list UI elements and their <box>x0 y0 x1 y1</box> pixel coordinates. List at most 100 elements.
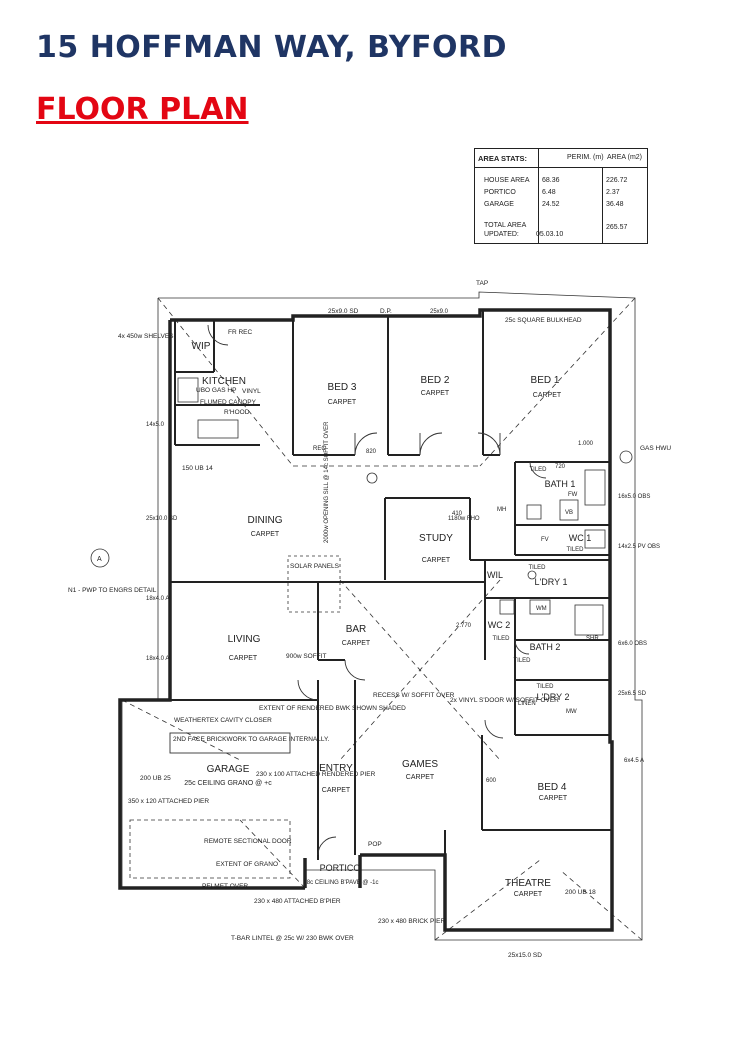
room-floor-ldry1: TILED <box>528 565 546 571</box>
area-stats-row-area: 2.37 <box>606 189 620 196</box>
room-floor-bed4: CARPET <box>539 795 568 802</box>
annotation: R'HOOD <box>224 409 250 416</box>
annotation: 25x9.0 SD <box>328 308 359 315</box>
annotation: 820 <box>366 449 377 455</box>
room-label-bed1: BED 1 <box>531 375 560 386</box>
room-label-bed2: BED 2 <box>421 375 450 386</box>
annotation: 25c SQUARE BULKHEAD <box>505 317 582 324</box>
room-label-ldry1: L'DRY 1 <box>535 577 568 587</box>
annotation: 1180w FHO <box>448 516 480 522</box>
annotation: FLUMED CANOPY <box>200 399 257 406</box>
annotation: REMOTE SECTIONAL DOOR <box>204 838 292 845</box>
room-label-games: GAMES <box>402 759 438 770</box>
room-floor-portico: 28c CEILING B'PAVE @ -1c <box>303 880 378 886</box>
annotation: 600 <box>486 778 497 784</box>
room-floor-bath1: TILED <box>529 467 547 473</box>
area-stats-divider <box>538 149 539 243</box>
area-stats-updated-value: 05.03.10 <box>536 231 564 238</box>
annotation: POP <box>368 841 382 848</box>
annotation: 18x4.0 A <box>146 596 169 602</box>
annotation: 2ND FACE BRICKWORK TO GARAGE INTERNALLY. <box>173 736 329 743</box>
room-floor-living: CARPET <box>229 655 258 662</box>
room-label-garage: GARAGE <box>207 764 250 775</box>
plan-annotations: 4x 450w SHELVES UBO GAS HP VINYL FLUMED … <box>68 280 671 959</box>
annotation: 350 x 120 ATTACHED PIER <box>128 798 209 805</box>
area-stats-row-label: HOUSE AREA <box>484 177 530 184</box>
annotation: 14x2.5 PV OBS <box>618 544 660 550</box>
room-label-study: STUDY <box>419 533 453 544</box>
annotation: VINYL <box>242 388 261 395</box>
room-floor-garage: 25c CEILING GRANO @ +c <box>184 780 272 787</box>
external-walls <box>118 308 614 932</box>
room-label-wil: WIL <box>487 570 503 580</box>
annotation: 16x5.0 OBS <box>618 494 650 500</box>
annotation: 4x 450w SHELVES <box>118 333 174 340</box>
annotation: 1.000 <box>578 441 594 447</box>
annotation: 2x VINYL S'DOOR W/ SOFFIT OVER <box>450 697 559 704</box>
room-floor-theatre: CARPET <box>514 891 543 898</box>
area-stats-row-label: GARAGE <box>484 201 514 208</box>
door-swings <box>207 324 547 856</box>
annotation: WEATHERTEX CAVITY CLOSER <box>174 717 272 724</box>
annotation: 230 x 480 BRICK PIER <box>378 918 446 925</box>
room-label-wc1: WC 1 <box>569 533 592 543</box>
annotation: REC <box>313 446 326 452</box>
annotation: A <box>97 556 102 563</box>
room-labels: KITCHEN BED 3 CARPET BED 2 CARPET BED 1 … <box>184 341 591 898</box>
annotation: 25x15.0 SD <box>508 952 542 959</box>
annotation: PELMET OVER <box>202 883 248 890</box>
area-stats-row-label: PORTICO <box>484 189 516 196</box>
annotation: 150 UB 14 <box>182 465 213 472</box>
area-stats-total-label: TOTAL AREA <box>484 222 527 229</box>
annotation: WM <box>536 606 547 612</box>
annotation: UBO GAS HP <box>196 387 236 394</box>
annotation: 2.770 <box>456 623 472 629</box>
room-floor-bed3: CARPET <box>328 399 357 406</box>
room-floor-bed1: CARPET <box>533 392 562 399</box>
annotation: D.P. <box>380 308 392 315</box>
room-label-portico: PORTICO <box>320 863 361 873</box>
room-label-bed3: BED 3 <box>328 382 357 393</box>
annotation: EXTENT OF GRANO <box>216 861 278 868</box>
annotation: 6x4.5 A <box>624 758 644 764</box>
room-floor-ldry2: TILED <box>536 684 554 690</box>
room-floor-study: CARPET <box>422 557 451 564</box>
room-label-ldry2: L'DRY 2 <box>537 692 570 702</box>
annotation: SOLAR PANELS <box>290 563 340 570</box>
room-floor-games: CARPET <box>406 774 435 781</box>
annotation: 230 x 100 ATTACHED RENDERED PIER <box>256 771 376 778</box>
annotation: 720 <box>555 464 566 470</box>
area-stats-row-perim: 24.52 <box>542 201 560 208</box>
room-floor-wc2: TILED <box>492 636 510 642</box>
room-label-dining: DINING <box>248 515 283 526</box>
annotation: 25x9.0 <box>430 309 449 315</box>
area-stats-row-area: 36.48 <box>606 201 624 208</box>
room-label-bed4: BED 4 <box>538 782 567 793</box>
annotation: FV <box>541 537 549 543</box>
area-stats-divider <box>602 167 603 243</box>
annotation: 25x10.0 SD <box>146 516 178 522</box>
annotation: 18x4.0 A <box>146 656 169 662</box>
dimension-callouts: 6x4.5 A 25x6.5 SD 6x6.0 OBS 14x2.5 PV OB… <box>97 309 660 784</box>
room-label-living: LIVING <box>228 634 261 645</box>
annotation: VB <box>565 510 573 516</box>
annotation: EXTENT OF RENDERED BWK SHOWN SHADED <box>259 705 406 712</box>
annotation: GAS HWU <box>640 445 671 452</box>
annotation: 6x6.0 OBS <box>618 641 647 647</box>
annotation: 200 UB 18 <box>565 889 596 896</box>
room-label-wc2: WC 2 <box>488 620 511 630</box>
annotation: 900w SOFFIT <box>286 653 326 660</box>
annotation: N1 - PWP TO ENGRS DETAIL <box>68 587 157 594</box>
annotation: 25x6.5 SD <box>618 691 647 697</box>
fixtures <box>90 377 633 879</box>
area-stats-header-row <box>475 149 647 168</box>
room-floor-bath2: TILED <box>513 658 531 664</box>
page-subtitle: FLOOR PLAN <box>36 92 249 127</box>
internal-walls <box>170 310 612 860</box>
room-floor-entry: CARPET <box>322 787 351 794</box>
room-label-theatre: THEATRE <box>505 878 551 889</box>
area-stats-table: AREA STATS: PERIM. (m) AREA (m2) HOUSE A… <box>474 148 648 244</box>
annotation: FR REC <box>228 329 253 336</box>
room-label-bar: BAR <box>346 624 367 635</box>
